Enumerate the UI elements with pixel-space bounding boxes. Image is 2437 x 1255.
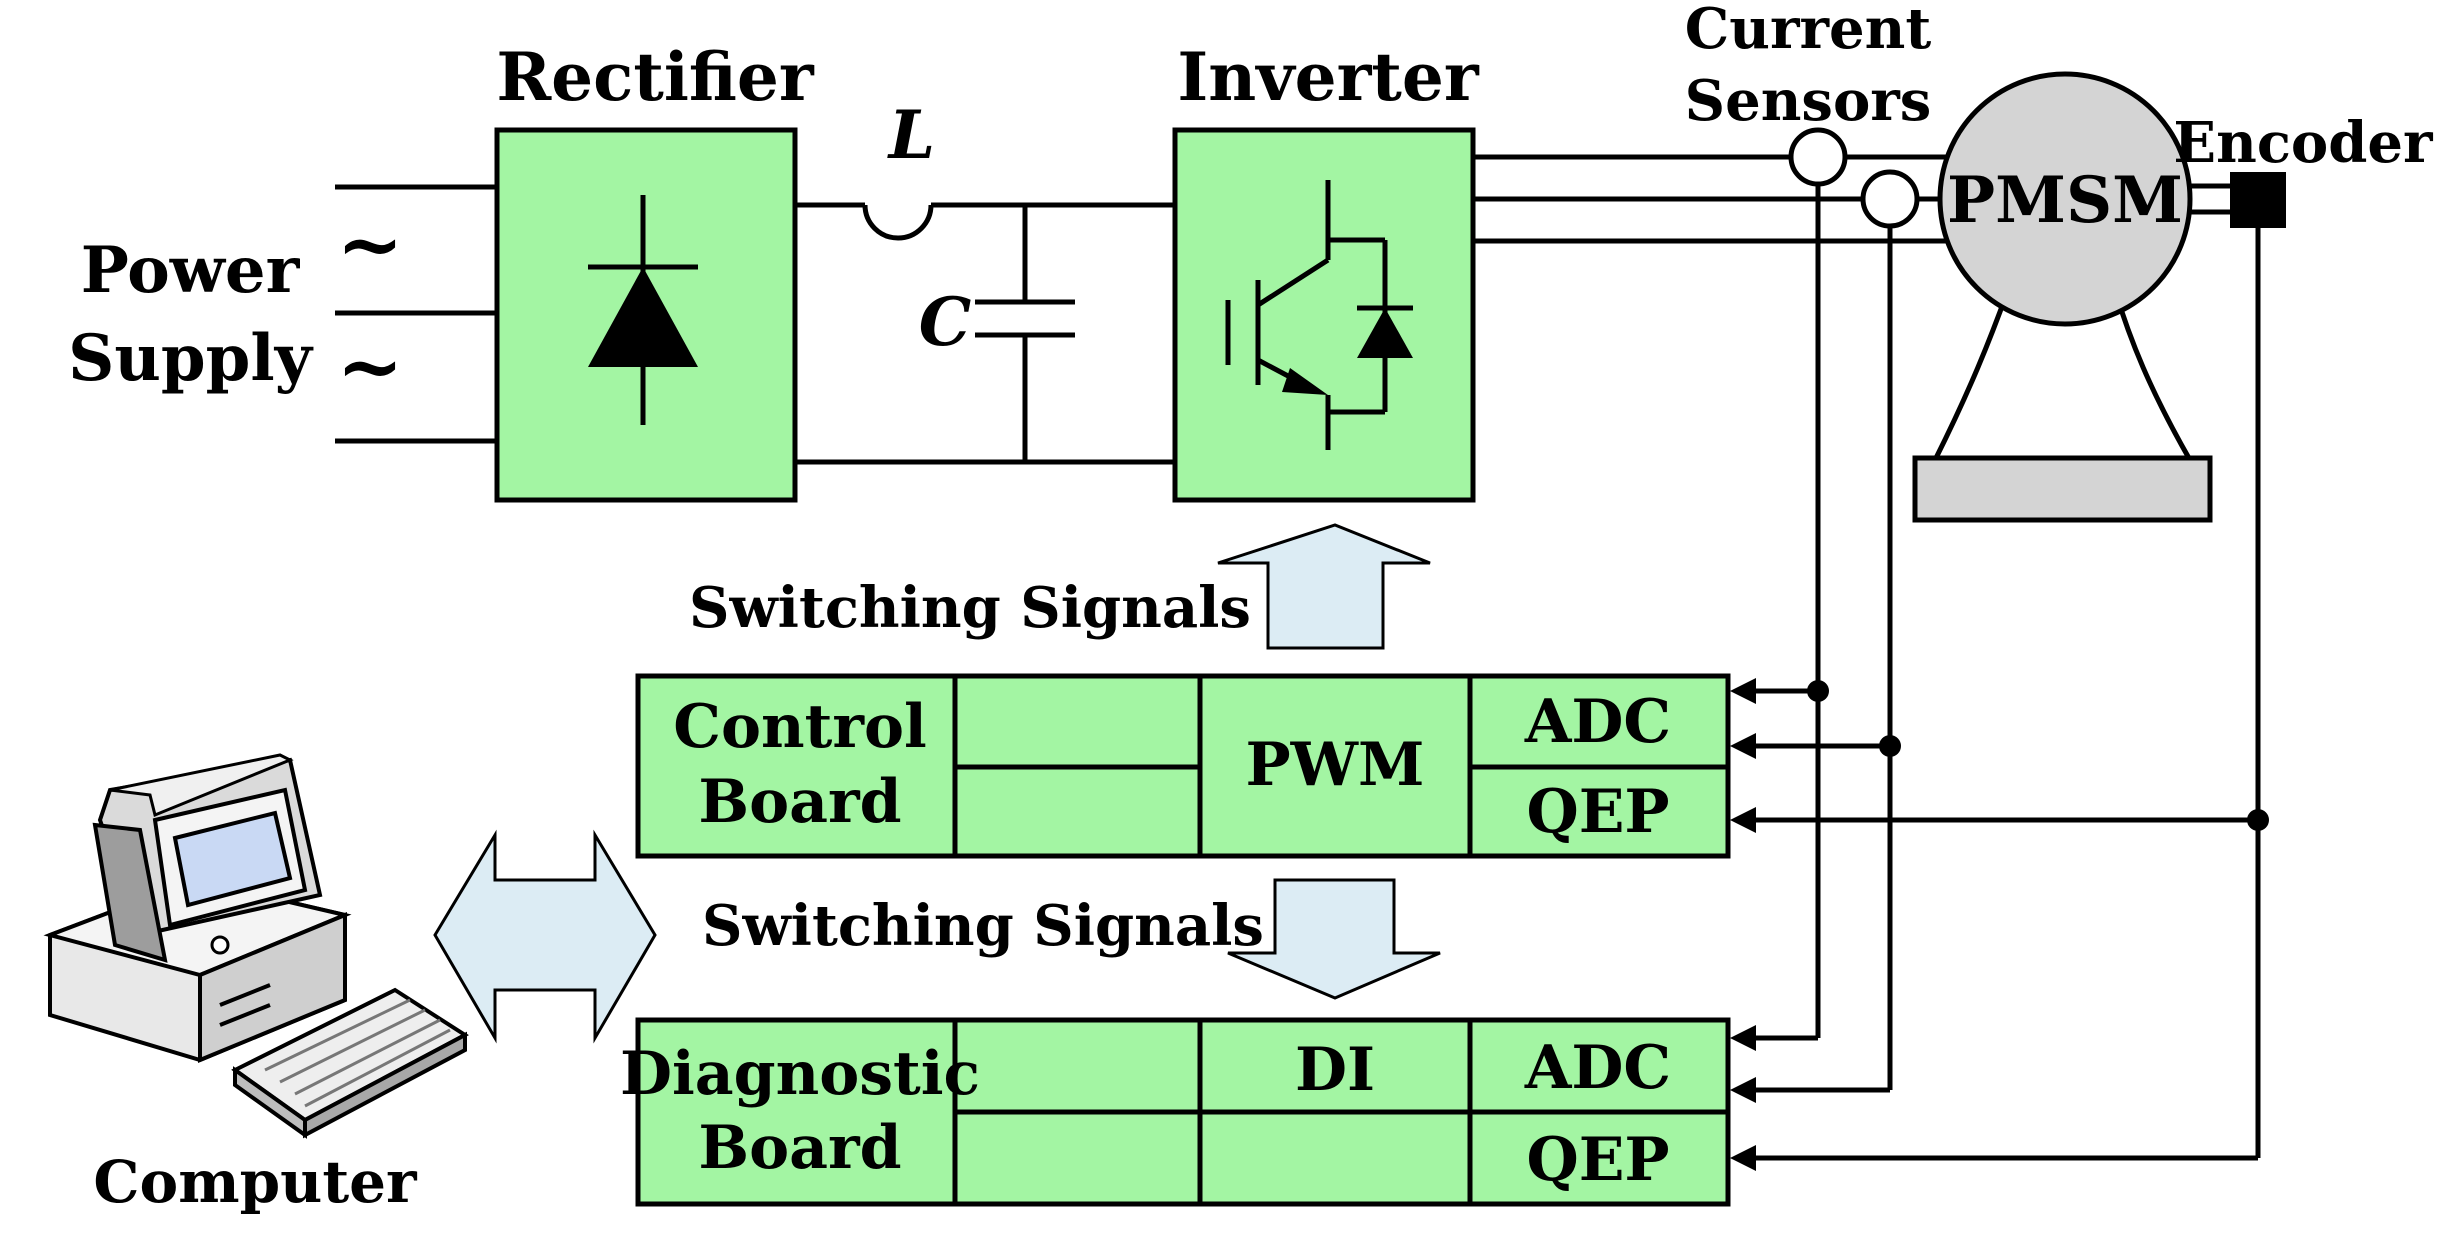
inverter-label: Inverter — [1177, 38, 1479, 116]
rectifier-block: Rectifier — [494, 38, 815, 503]
ac-tilde-symbol: ~ — [336, 319, 403, 413]
computer-label: Computer — [93, 1148, 418, 1216]
diagnostic-board-di-label: DI — [1295, 1035, 1375, 1105]
dc-link: L C — [795, 96, 1175, 465]
rectifier-label: Rectifier — [496, 38, 815, 116]
diagnostic-board-adc-label: ADC — [1524, 1033, 1671, 1103]
communication-double-arrow — [433, 829, 657, 1044]
switching-signals-bottom-label: Switching Signals — [702, 893, 1264, 959]
encoder: Encoder — [2173, 110, 2434, 1158]
control-board-adc-label: ADC — [1524, 687, 1671, 757]
control-board: Control Board PWM ADC QEP — [635, 673, 1731, 859]
power-supply: Power Supply ~ ~ — [68, 184, 495, 444]
encoder-label: Encoder — [2173, 110, 2434, 176]
capacitor-label: C — [919, 283, 972, 361]
computer-icon: Computer — [43, 753, 469, 1216]
diode-icon — [588, 195, 698, 425]
junction-dot — [1807, 680, 1829, 702]
diagnostic-board-title-line2: Board — [698, 1113, 901, 1183]
power-supply-label-line2: Supply — [68, 321, 314, 396]
motor-label: PMSM — [1947, 163, 2183, 238]
inverter-block: Inverter — [1172, 38, 1480, 503]
switching-signals-top-label: Switching Signals — [689, 575, 1251, 641]
current-sensors-label-line2: Sensors — [1685, 68, 1932, 134]
switching-signals-down-arrow: Switching Signals — [702, 878, 1441, 1000]
diagnostic-board-title-line1: Diagnostic — [620, 1039, 980, 1109]
control-board-title-line2: Board — [698, 767, 901, 837]
current-sensor-icon — [1860, 169, 1920, 229]
power-supply-label-line1: Power — [81, 233, 301, 308]
junction-dot — [2247, 809, 2269, 831]
current-sensor-icon — [1788, 127, 1848, 187]
control-board-pwm-label: PWM — [1246, 730, 1425, 800]
igbt-icon — [1225, 180, 1413, 450]
current-sensors-label-line1: Current — [1685, 0, 1932, 62]
switching-signals-up-arrow: Switching Signals — [689, 523, 1431, 650]
current-sensors: Current Sensors — [1685, 0, 1932, 1090]
encoder-icon — [2230, 172, 2286, 228]
diagnostic-board: Diagnostic Board DI ADC QEP — [620, 1017, 1731, 1207]
feedback-wiring — [1730, 678, 2269, 1171]
diagnostic-board-qep-label: QEP — [1526, 1125, 1669, 1195]
control-board-title-line1: Control — [673, 692, 927, 762]
pmsm-motor: PMSM — [1912, 71, 2213, 523]
inductor-label: L — [887, 96, 935, 174]
capacitor-icon — [975, 299, 1075, 338]
junction-dot — [1879, 735, 1901, 757]
control-board-qep-label: QEP — [1526, 777, 1669, 847]
ac-tilde-symbol: ~ — [336, 197, 403, 291]
